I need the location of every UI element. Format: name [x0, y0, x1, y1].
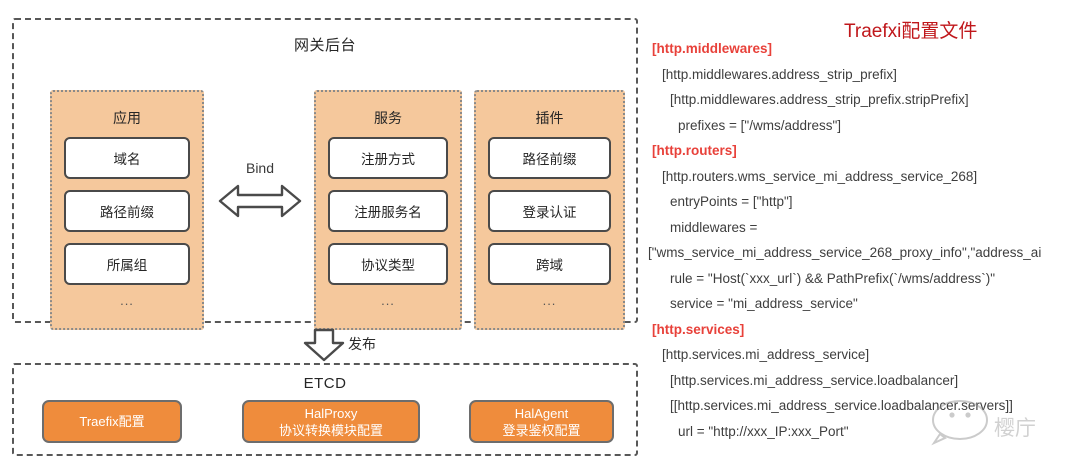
item-card[interactable]: 登录认证	[488, 190, 611, 232]
etcd-card-title: HalAgent	[514, 405, 569, 421]
column-service: 服务 注册方式 注册服务名 协议类型 ...	[314, 90, 462, 330]
config-line: service = "mi_address_service"	[670, 296, 858, 311]
config-line: url = "http://xxx_IP:xxx_Port"	[678, 423, 849, 439]
publish-label: 发布	[348, 336, 376, 352]
traefik-config-panel: Traefxi配置文件 [http.middlewares][http.midd…	[648, 0, 1080, 467]
config-section-heading: [http.services]	[652, 321, 745, 337]
config-line-list: [http.middlewares] [http.middlewares.addr…	[648, 36, 1080, 444]
etcd-card-title: HalProxy	[304, 405, 358, 421]
config-line: [http.middlewares.address_strip_prefix.s…	[670, 92, 969, 107]
architecture-diagram: 网关后台 应用 域名 路径前缀 所属组 ... 服务 注册方式 注册服务名 协议…	[12, 18, 638, 456]
item-card[interactable]: 跨域	[488, 243, 611, 285]
column-application-heading: 应用	[113, 110, 141, 126]
config-line: prefixes = ["/wms/address"]	[678, 117, 842, 133]
config-section-heading: [http.routers]	[652, 143, 737, 158]
etcd-card-subtitle: 协议转换模块配置	[278, 422, 383, 438]
config-line: [http.middlewares.address_strip_prefix]	[662, 66, 897, 82]
column-service-heading: 服务	[374, 110, 402, 126]
config-line: [[http.services.mi_address_service.loadb…	[670, 398, 1013, 413]
config-line: middlewares =	[670, 219, 758, 235]
ellipsis-indicator: ...	[120, 293, 134, 308]
item-card[interactable]: 所属组	[64, 243, 190, 285]
etcd-card-subtitle: 登录鉴权配置	[502, 422, 581, 438]
etcd-card-halagent-config[interactable]: HalAgent 登录鉴权配置	[469, 400, 614, 443]
column-plugin-items: 路径前缀 登录认证 跨域 ...	[488, 137, 611, 308]
etcd-title: ETCD	[303, 375, 347, 392]
item-card[interactable]: 域名	[64, 137, 190, 179]
config-line: [http.services.mi_address_service]	[662, 347, 870, 362]
column-application-items: 域名 路径前缀 所属组 ...	[64, 137, 190, 308]
item-card[interactable]: 协议类型	[328, 243, 448, 285]
column-plugin: 插件 路径前缀 登录认证 跨域 ...	[474, 90, 625, 330]
bind-relation: Bind	[214, 160, 306, 230]
config-section-heading: [http.middlewares]	[652, 41, 773, 56]
item-card[interactable]: 路径前缀	[64, 190, 190, 232]
down-arrow-icon	[302, 328, 346, 367]
config-line: entryPoints = ["http"]	[670, 194, 793, 209]
ellipsis-indicator: ...	[381, 293, 395, 308]
column-service-items: 注册方式 注册服务名 协议类型 ...	[328, 137, 448, 308]
gateway-backend-container: 网关后台 应用 域名 路径前缀 所属组 ... 服务 注册方式 注册服务名 协议…	[12, 18, 638, 330]
gateway-title: 网关后台	[293, 37, 356, 54]
item-card[interactable]: 注册服务名	[328, 190, 448, 232]
config-line: [http.routers.wms_service_mi_address_ser…	[662, 168, 978, 184]
ellipsis-indicator: ...	[542, 293, 557, 308]
config-line: [http.services.mi_address_service.loadba…	[670, 372, 959, 388]
config-panel-title: Traefxi配置文件	[844, 21, 978, 42]
publish-relation: 发布	[296, 328, 416, 362]
etcd-container: ETCD Traefix配置 HalProxy 协议转换模块配置 HalAgen…	[12, 363, 638, 456]
column-application: 应用 域名 路径前缀 所属组 ...	[50, 90, 204, 330]
etcd-card-traefix-config[interactable]: Traefix配置	[42, 400, 182, 443]
item-card[interactable]: 路径前缀	[488, 137, 611, 179]
config-line: ["wms_service_mi_address_service_268_pro…	[648, 245, 1042, 260]
etcd-card-halproxy-config[interactable]: HalProxy 协议转换模块配置	[242, 400, 420, 443]
etcd-card-title: Traefix配置	[79, 414, 145, 429]
item-card[interactable]: 注册方式	[328, 137, 448, 179]
bidirectional-arrow-icon	[218, 182, 302, 225]
bind-label: Bind	[245, 160, 275, 176]
config-line: rule = "Host(`xxx_url`) && PathPrefix(`/…	[670, 270, 996, 286]
column-plugin-heading: 插件	[535, 110, 564, 126]
